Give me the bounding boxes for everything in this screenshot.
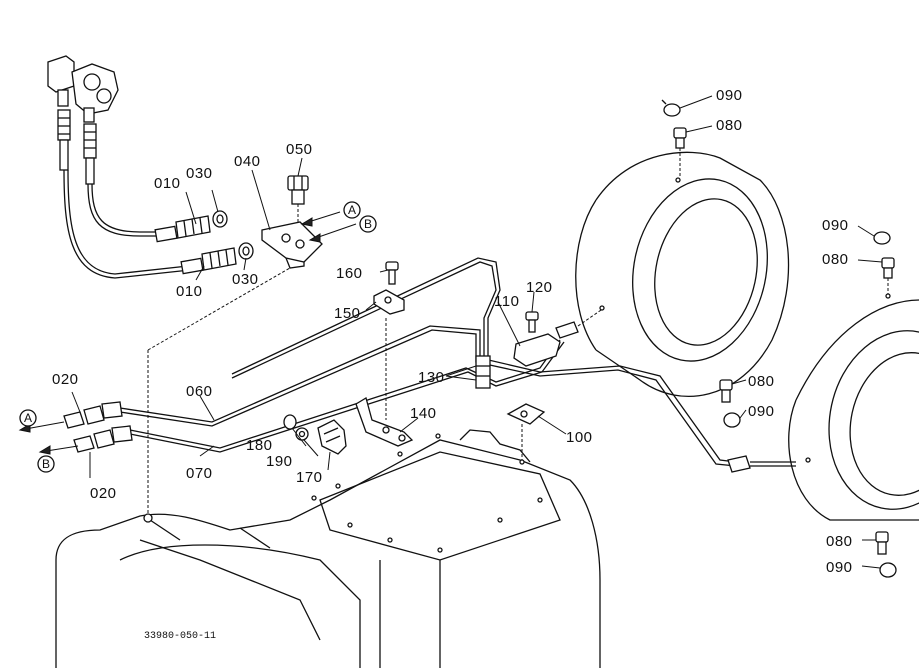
- cap-090-d: [879, 562, 897, 578]
- marker-b-top-label: B: [364, 217, 372, 231]
- callout-160: 160: [336, 265, 363, 282]
- hose-assembly: [63, 169, 191, 279]
- bolt-050: [287, 175, 309, 222]
- nut-190: [295, 427, 309, 441]
- bleeder-080-b: [881, 257, 895, 294]
- brake-drum-upper: [575, 151, 790, 398]
- callout-180: 180: [246, 437, 273, 454]
- callout-070: 070: [186, 465, 213, 482]
- callout-030-upper: 030: [186, 165, 213, 182]
- callout-labels: 010 030 040 050 010 030 020 020 060 070 …: [52, 87, 853, 576]
- callout-050: 050: [286, 141, 313, 158]
- callout-080-c: 080: [748, 373, 775, 390]
- leader-lines: [71, 95, 883, 569]
- callout-080-b: 080: [822, 251, 849, 268]
- callout-030-lower: 030: [232, 271, 259, 288]
- callout-010-upper: 010: [154, 175, 181, 192]
- callout-090-b: 090: [822, 217, 849, 234]
- bleeder-080-a: [673, 127, 687, 178]
- callout-040: 040: [234, 153, 261, 170]
- cap-090-c: [723, 412, 741, 428]
- control-valve-block: [47, 55, 119, 185]
- fitting-020-upper: [63, 401, 123, 429]
- hose-fitting-010-upper: [154, 210, 228, 243]
- callout-020-lower: 020: [90, 485, 117, 502]
- pipe-060: [119, 325, 737, 467]
- flow-arrows-top: [300, 211, 357, 243]
- callout-020-upper: 020: [52, 371, 79, 388]
- bolt-120: [525, 311, 539, 333]
- bracket-140: [355, 318, 414, 447]
- marker-a-top: A: [343, 201, 361, 219]
- reference-code: 33980-050-11: [144, 631, 216, 642]
- callout-130: 130: [418, 369, 445, 386]
- callout-120: 120: [526, 279, 553, 296]
- callout-080-d: 080: [826, 533, 853, 550]
- marker-a-top-label: A: [348, 203, 356, 217]
- bleeder-080-d: [875, 531, 889, 555]
- callout-100: 100: [566, 429, 593, 446]
- cap-090-a: [661, 99, 681, 117]
- bleeder-080-c: [719, 379, 733, 403]
- flow-arrows-left: [18, 421, 79, 455]
- bracket-100: [506, 403, 546, 462]
- callout-110: 110: [494, 293, 519, 310]
- callout-090-d: 090: [826, 559, 853, 576]
- clamp-150: [373, 289, 405, 315]
- callout-010-lower: 010: [176, 283, 203, 300]
- marker-b-top: B: [359, 215, 377, 233]
- marker-b-left: B: [37, 455, 55, 473]
- pipe-upper: [231, 257, 501, 379]
- bolt-160: [385, 261, 399, 285]
- callout-150: 150: [334, 305, 361, 322]
- cap-090-b: [873, 231, 891, 245]
- callout-190: 190: [266, 453, 293, 470]
- fitting-020-lower: [73, 425, 133, 453]
- callout-090-a: 090: [716, 87, 743, 104]
- callout-060: 060: [186, 383, 213, 400]
- transmission-housing: [55, 267, 601, 668]
- callout-170: 170: [296, 469, 323, 486]
- washer-180: [283, 414, 297, 430]
- marker-a-left-label: A: [24, 411, 32, 425]
- callout-080-a: 080: [716, 117, 743, 134]
- marker-a-left: A: [19, 409, 37, 427]
- clamp-170: [317, 419, 347, 455]
- callout-140: 140: [410, 405, 437, 422]
- hose-fitting-010-lower: [180, 242, 254, 275]
- brake-drum-lower: [788, 293, 919, 521]
- marker-b-left-label: B: [42, 457, 50, 471]
- clamp-130: [475, 355, 491, 389]
- callout-090-c: 090: [748, 403, 775, 420]
- bracket-040: [261, 221, 323, 269]
- pipe-end-fitting: [727, 455, 796, 473]
